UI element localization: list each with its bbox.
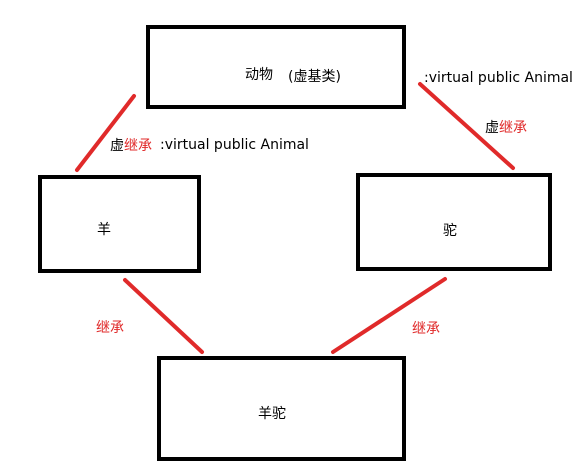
node-camel (356, 173, 552, 271)
edge-sheep-alpaca (123, 278, 204, 354)
left-virtual-prefix: 虚 (110, 138, 124, 154)
left-virtual-annotation: 虚继承 (110, 135, 152, 155)
edge-animal-sheep (75, 94, 136, 172)
node-camel-label: 驼 (443, 223, 457, 239)
bottom-right-inherit-label: 继承 (412, 321, 440, 337)
left-virtual-code: :virtual public Animal (160, 137, 309, 153)
node-animal-label: 动物 (245, 67, 273, 83)
right-virtual-annotation: 虚继承 (485, 117, 527, 137)
right-virtual-code: :virtual public Animal (424, 70, 573, 86)
node-animal (146, 25, 406, 109)
node-sheep (38, 175, 201, 273)
left-virtual-word: 继承 (124, 138, 152, 154)
right-virtual-prefix: 虚 (485, 120, 499, 136)
edge-camel-alpaca (331, 277, 447, 354)
node-animal-sublabel: (虚基类) (288, 69, 341, 85)
node-alpaca (157, 356, 406, 461)
right-virtual-word: 继承 (499, 120, 527, 136)
bottom-left-inherit-label: 继承 (96, 320, 124, 336)
edge-animal-camel (418, 82, 515, 170)
node-alpaca-label: 羊驼 (258, 406, 286, 422)
node-sheep-label: 羊 (97, 222, 111, 238)
